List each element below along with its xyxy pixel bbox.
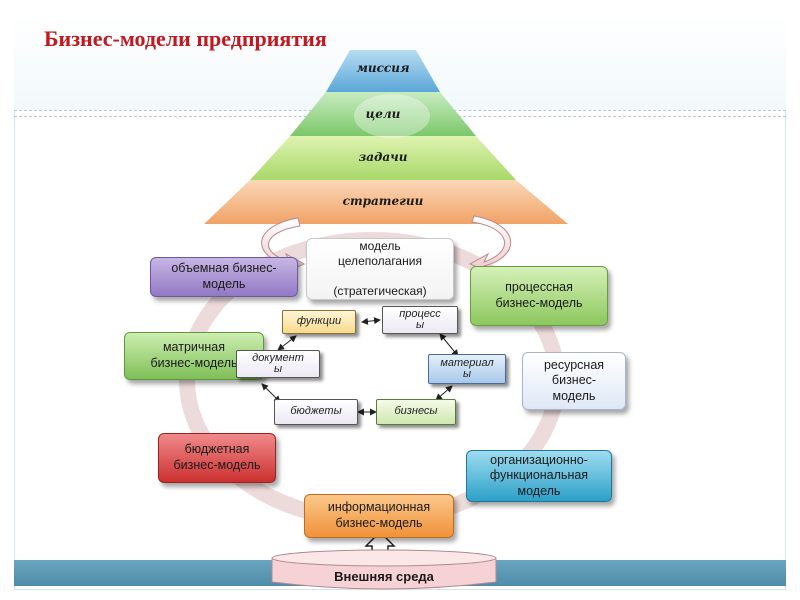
curved-arrow-right [468,215,512,274]
pyramid-label-goals: цели [365,107,401,121]
element-budgets: бюджеты [274,399,358,425]
connector-functions-processes [361,317,381,325]
pyramid-level-goals [290,92,476,136]
pyramid-label-mission: миссия [356,61,410,75]
pyramid-level-tasks [250,136,516,180]
element-documents: документ ы [236,350,320,378]
pyramid-level-strategies [204,180,568,224]
element-connectors [261,317,459,416]
element-materials: материал ы [428,354,506,384]
connector-functions-documents [277,335,297,351]
environment-cylinder [271,549,497,590]
pyramid-level-mission [326,50,440,92]
budget-model-box: бюджетная бизнес-модель [158,433,276,483]
process-model-box: процессная бизнес-модель [470,266,608,326]
information-model-box: информационная бизнес-модель [304,494,454,538]
element-functions: функции [282,310,356,334]
slide-title: Бизнес-модели предприятия [44,26,327,51]
pyramid [204,50,568,224]
connector-materials-businesses [435,385,453,401]
element-processes: процесс ы [382,306,458,334]
environment-label: Внешняя среда [334,568,434,584]
connector-processes-materials [439,333,459,357]
resource-model-box: ресурсная бизнес- модель [522,352,626,410]
goal-setting-model-box: модель целеполагания (стратегическая) [306,238,454,300]
org-functional-model-box: организационно- функциональная модель [466,450,612,502]
volume-model-box: объемная бизнес- модель [150,257,298,297]
element-businesses: бизнесы [376,399,456,425]
pyramid-label-strategies: стратегии [342,194,424,208]
pyramid-label-tasks: задачи [358,150,408,164]
pyramid-highlight [354,94,430,138]
